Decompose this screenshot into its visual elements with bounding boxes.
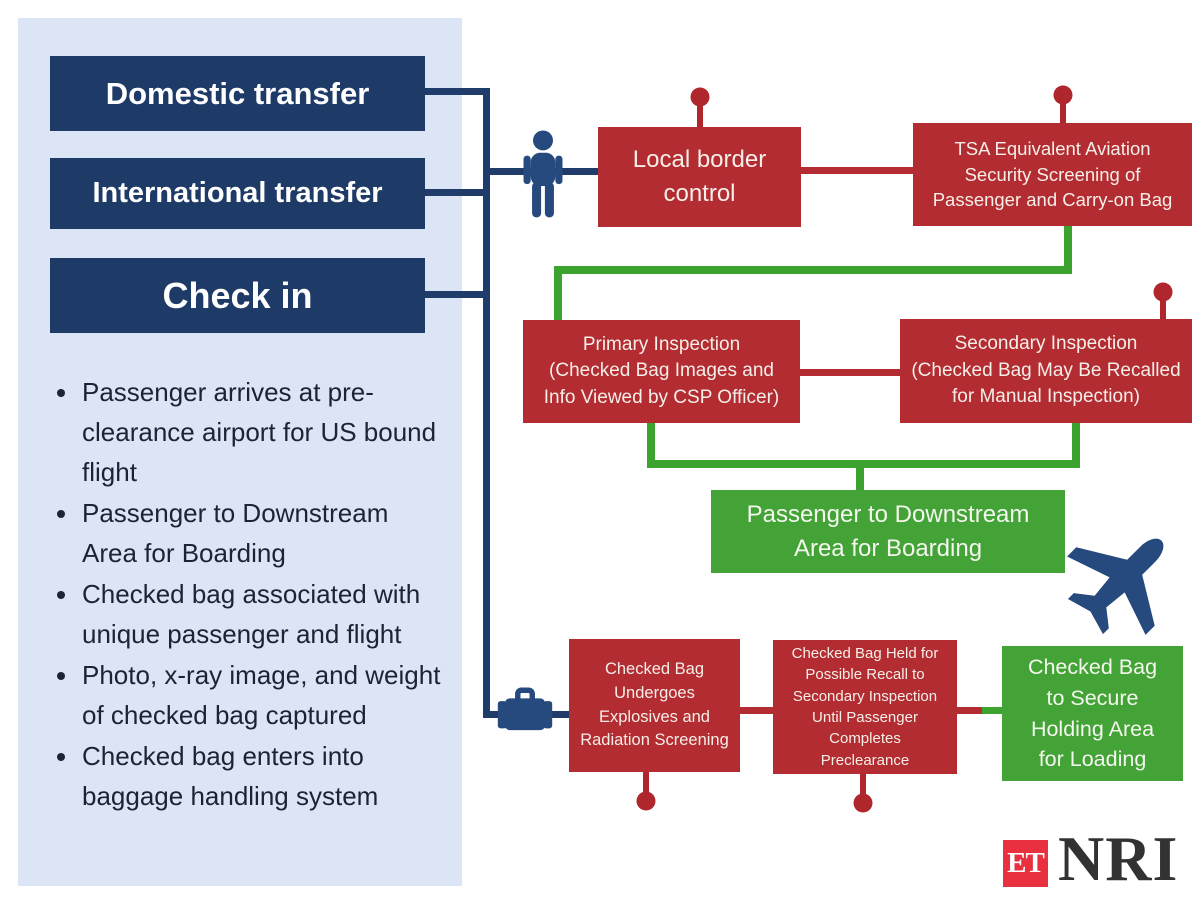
passenger-person-icon — [520, 130, 566, 225]
flow-node-tsa-screening: TSA Equivalent Aviation Security Screeni… — [913, 123, 1192, 226]
node-text-line: Passenger to Downstream — [746, 500, 1030, 528]
flow-node-passenger-downstream: Passenger to Downstream Area for Boardin… — [711, 490, 1065, 573]
flow-node-primary-inspection: Primary Inspection (Checked Bag Images a… — [523, 320, 800, 423]
flow-node-explosives-screening: Checked Bag Undergoes Explosives and Rad… — [569, 639, 740, 772]
node-text-line: Area for Boarding — [793, 534, 983, 562]
connector-into-downstream — [856, 462, 864, 492]
connector-explosives-held — [740, 707, 773, 714]
connector-held-secure-red — [957, 707, 982, 714]
map-pin-icon — [689, 87, 711, 129]
node-text-line: Local border — [632, 146, 767, 174]
node-text-line: for Manual Inspection) — [952, 386, 1140, 408]
connector-tsa-down — [1064, 225, 1072, 270]
bullet-item: Checked bag enters into baggage handling… — [80, 736, 448, 816]
map-pin-icon — [852, 772, 874, 814]
connector-checkin-stub — [425, 291, 489, 298]
node-text-line: Checked Bag — [1027, 655, 1158, 680]
airplane-icon — [1058, 520, 1188, 638]
node-text-line: Info Viewed by CSP Officer) — [543, 386, 780, 408]
map-pin-icon — [1052, 85, 1074, 127]
tab-domestic-transfer: Domestic transfer — [50, 56, 425, 131]
flow-node-secondary-inspection: Secondary Inspection (Checked Bag May Be… — [900, 319, 1192, 423]
flow-node-bag-held: Checked Bag Held for Possible Recall to … — [773, 640, 957, 774]
connector-primary-down — [647, 423, 655, 466]
node-text-line: Explosives and — [599, 707, 710, 726]
map-pin-icon — [635, 770, 657, 812]
node-text-line: Security Screening of — [964, 163, 1141, 185]
et-logo-badge: ET — [1003, 840, 1048, 887]
node-text-line: Completes — [829, 730, 901, 748]
tab-domestic-transfer-label: Domestic transfer — [105, 75, 370, 111]
connector-held-secure-green — [982, 707, 1002, 714]
node-text-line: Secondary Inspection — [792, 687, 938, 705]
node-text-line: to Secure — [1046, 685, 1139, 710]
bullet-item: Photo, x-ray image, and weight of checke… — [80, 655, 448, 735]
et-logo-text: ET — [1007, 847, 1045, 879]
node-text-line: Possible Recall to — [805, 666, 925, 684]
connector-main-vertical — [483, 88, 490, 718]
connector-international-stub — [425, 189, 489, 196]
node-text-line: (Checked Bag Images and — [549, 360, 774, 382]
tab-international-transfer-label: International transfer — [92, 177, 383, 209]
connector-primary-secondary — [800, 369, 900, 376]
connector-row2-horizontal — [554, 266, 1072, 274]
node-text-line: Checked Bag — [604, 659, 705, 678]
tab-check-in: Check in — [50, 258, 425, 333]
bullet-item: Passenger to Downstream Area for Boardin… — [80, 493, 448, 573]
flow-node-local-border-control: Local border control — [598, 127, 801, 227]
node-text-line: Radiation Screening — [580, 731, 729, 750]
bullet-item: Passenger arrives at pre-clearance airpo… — [80, 372, 448, 492]
bullet-item: Checked bag associated with unique passe… — [80, 574, 448, 654]
node-text-line: Holding Area — [1030, 716, 1155, 741]
node-text-line: Preclearance — [820, 751, 910, 769]
map-pin-icon — [1152, 282, 1174, 324]
node-text-line: TSA Equivalent Aviation — [954, 137, 1151, 159]
flow-node-secure-holding: Checked Bag to Secure Holding Area for L… — [1002, 646, 1183, 781]
node-text-line: control — [663, 180, 736, 207]
process-bullet-list: Passenger arrives at pre-clearance airpo… — [52, 372, 448, 817]
nri-logo-text: NRI — [1058, 823, 1179, 894]
node-text-line: (Checked Bag May Be Recalled — [911, 359, 1181, 381]
node-text-line: Until Passenger — [812, 709, 918, 726]
node-text-line: Secondary Inspection — [954, 333, 1138, 355]
connector-domestic-stub — [425, 88, 489, 95]
tab-international-transfer: International transfer — [50, 158, 425, 229]
tab-check-in-label: Check in — [162, 274, 313, 316]
connector-into-primary — [554, 266, 562, 322]
connector-localborder-tsa — [801, 167, 913, 174]
node-text-line: Checked Bag Held for — [791, 645, 939, 663]
connector-secondary-down — [1072, 423, 1080, 466]
checked-bag-suitcase-icon — [496, 686, 554, 738]
node-text-line: for Loading — [1038, 747, 1147, 772]
node-text-line: Primary Inspection — [582, 333, 741, 355]
node-text-line: Passenger and Carry-on Bag — [932, 189, 1173, 211]
node-text-line: Undergoes — [614, 683, 695, 702]
